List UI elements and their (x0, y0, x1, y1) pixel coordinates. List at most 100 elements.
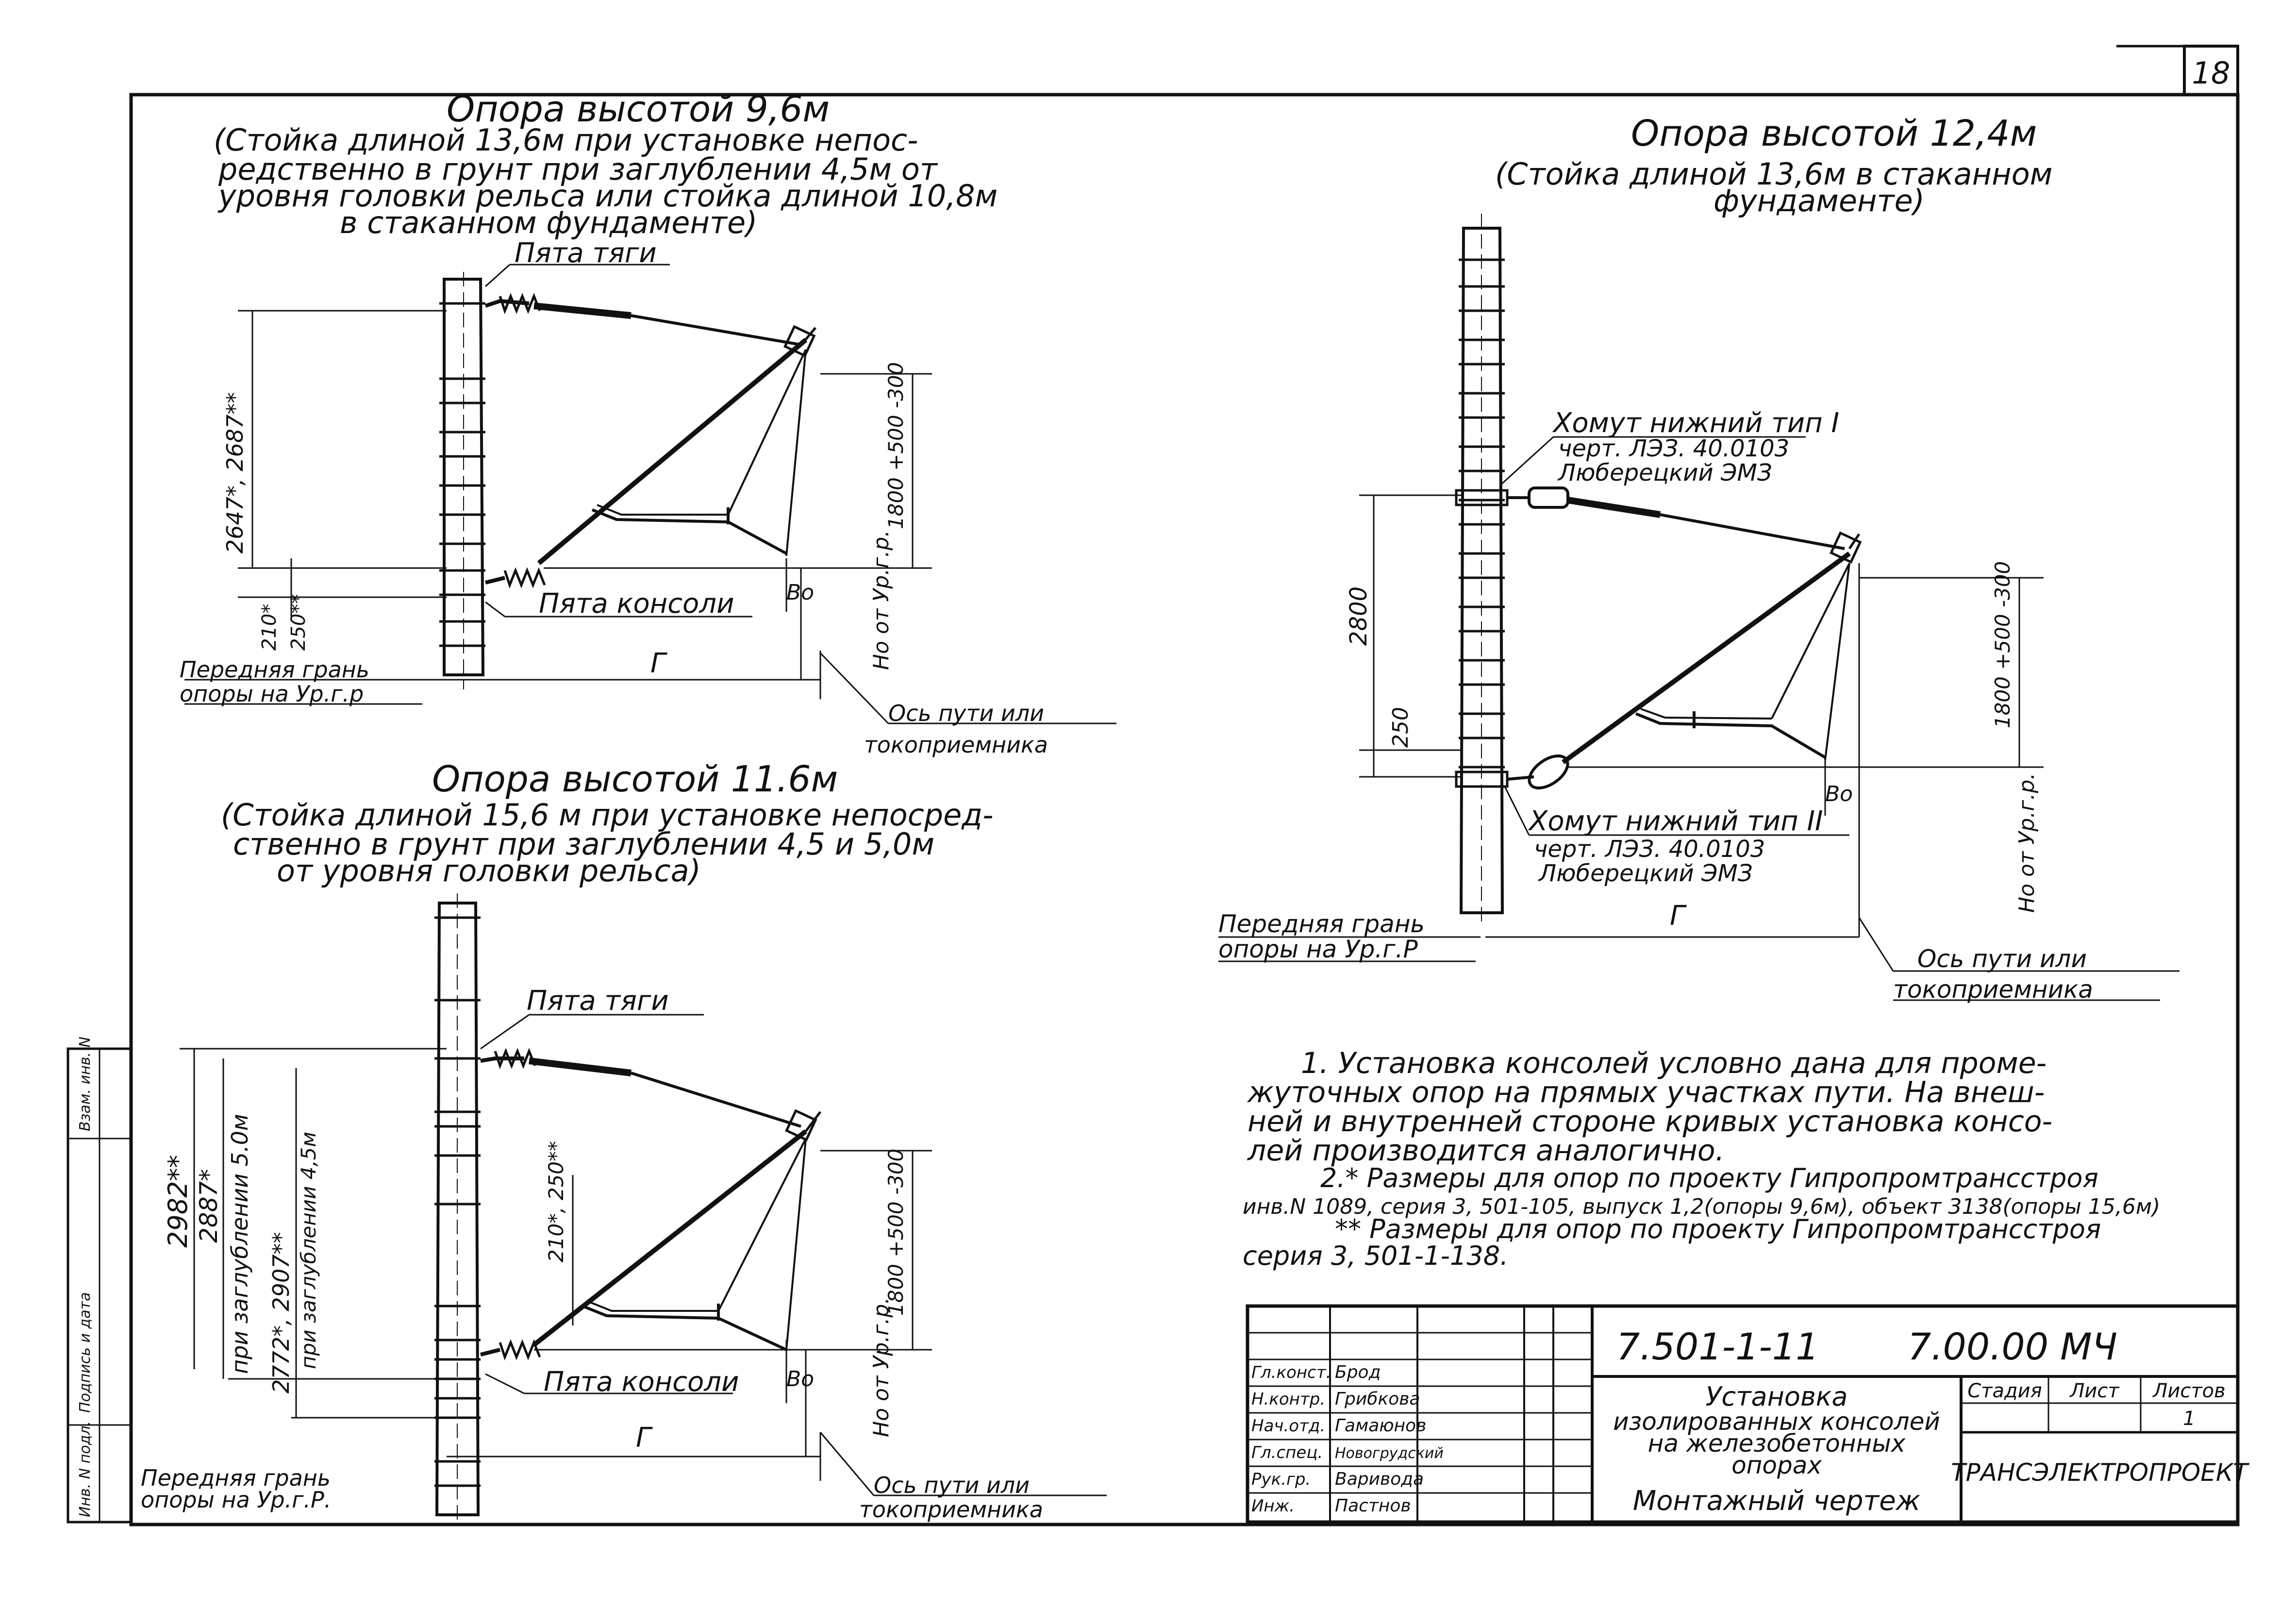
fig1-title: Опора высотой 9,6м (447, 88, 830, 130)
note-line-5: 2.* Размеры для опор по проекту Гипропро… (1320, 1163, 2098, 1193)
fig3-dim-bo: Во (1825, 782, 1853, 806)
fig1-pole (439, 272, 485, 689)
doc-name-2: изолированных консолей (1613, 1408, 1940, 1436)
figure-pole-11-6m: Опора высотой 11.6м (Стойка длиной 15,6 … (141, 758, 1107, 1523)
frame (129, 45, 2240, 1526)
page-number: 18 (2192, 55, 2230, 91)
fig3-clamp1-drawing: черт. ЛЭЗ. 40.0103 (1558, 435, 1789, 462)
name-6: Пастнов (1335, 1496, 1411, 1516)
title-block: 7.501-1-11 7.00.00 МЧ Установка изолиров… (1246, 1304, 2249, 1524)
name-5: Варивода (1335, 1469, 1424, 1489)
org-name: ТРАНСЭЛЕКТРОПРОЕКТ (1951, 1458, 2249, 1487)
sheets-value: 1 (2183, 1408, 2195, 1430)
fig2-dim-ho: Но от Ур.г.р. (869, 1297, 894, 1437)
fig2-dim-bo: Во (786, 1367, 814, 1391)
fig1-subtitle-line-1: (Стойка длиной 13,6м при установке непос… (214, 122, 918, 158)
fig1-dimensions (184, 264, 1116, 724)
fig2-axis-2: токоприемника (859, 1496, 1043, 1523)
role-3: Нач.отд. (1251, 1416, 1325, 1436)
fig3-clamp1-plant: Люберецкий ЭМЗ (1557, 459, 1772, 486)
sheets-label: Листов (2152, 1380, 2225, 1402)
fig3-subtitle-line-2: фундаменте) (1714, 183, 1925, 218)
stamp-replace-label: Взам. инв. N (77, 1037, 94, 1131)
fig2-dim-r: 1800 +500 -300 (884, 1149, 908, 1316)
fig2-dim-2772-note: при заглублении 4,5м (297, 1132, 320, 1369)
doc-number: 7.00.00 МЧ (1908, 1325, 2117, 1368)
fig3-front-face-2: опоры на Ур.г.Р (1218, 935, 1418, 963)
fig3-clamp2-title: Хомут нижний тип II (1528, 805, 1823, 837)
fig2-dim-g: Г (636, 1422, 653, 1454)
fig1-axis-1: Ось пути или (888, 700, 1044, 726)
figure-pole-9-6m: Опора высотой 9,6м (Стойка длиной 13,6м … (180, 88, 1116, 758)
doc-name-1: Установка (1705, 1381, 1847, 1412)
fig1-dim-ho: Но от Ур.г.р. (869, 530, 894, 670)
fig2-subtitle-line-1: (Стойка длиной 15,6 м при установке непо… (221, 797, 994, 833)
fig1-front-face-1: Передняя грань (180, 656, 369, 683)
fig2-subtitle-line-3: от уровня головки рельса) (277, 853, 701, 888)
fig3-dim-2800: 2800 (1345, 587, 1372, 646)
stamp-inv-label: Инв. N подл. (77, 1421, 94, 1517)
side-stamp: Инв. N подл. Подпись и дата Взам. инв. N (67, 1037, 133, 1524)
name-4: Новогрудский (1335, 1445, 1444, 1462)
role-4: Гл.спец. (1251, 1443, 1323, 1462)
fig1-subtitle-line-2: редственно в грунт при заглублении 4,5м … (218, 151, 938, 187)
fig2-title: Опора высотой 11.6м (432, 758, 838, 800)
doc-name-3: на железобетонных (1648, 1429, 1906, 1458)
drawing-type: Монтажный чертеж (1633, 1485, 1920, 1517)
fig3-dim-g: Г (1670, 900, 1687, 932)
note-line-6: инв.N 1089, серия 3, 501-105, выпуск 1,2… (1243, 1194, 2160, 1219)
fig2-dim-2772: 2772*, 2907** (268, 1232, 294, 1393)
fig1-pyata-konsoli: Пята консоли (539, 588, 734, 620)
role-1: Гл.конст. (1251, 1363, 1331, 1382)
fig2-front-face-1: Передняя грань (141, 1465, 331, 1491)
fig3-title: Опора высотой 12,4м (1631, 113, 2037, 154)
fig1-subtitle-line-4: в стаканном фундаменте) (340, 205, 757, 240)
role-2: Н.контр. (1251, 1390, 1325, 1409)
fig2-front-face-2: опоры на Ур.г.Р. (141, 1487, 331, 1513)
note-line-8: серия 3, 501-1-138. (1243, 1240, 1508, 1271)
fig3-pole (1455, 214, 1509, 922)
fig1-dim-210: 210* (258, 604, 281, 651)
fig1-dim-r: 1800 +500 -300 (884, 362, 908, 529)
fig1-subtitle-line-3: уровня головки рельса или стойка длиной … (217, 178, 998, 214)
fig3-dim-ho: Но от Ур.г.р. (2014, 773, 2039, 913)
doc-name-4: опорах (1731, 1451, 1822, 1479)
fig1-dim-250: 250** (287, 594, 310, 651)
fig3-clamp2-plant: Люберецкий ЭМЗ (1538, 860, 1753, 887)
figure-pole-12-4m: Опора высотой 12,4м (Стойка длиной 13,6м… (1218, 113, 2180, 1004)
fig3-dim-r: 1800 +500 -300 (1991, 561, 2014, 728)
note-line-1: 1. Установка консолей условно дана для п… (1301, 1046, 2046, 1080)
fig3-clamp2-drawing: черт. ЛЭЗ. 40.0103 (1534, 836, 1765, 863)
fig2-dim-2982: 2982** (163, 1155, 193, 1248)
fig2-dim-2887-note: при заглублении 5.0м (227, 1114, 253, 1374)
role-5: Рук.гр. (1251, 1470, 1311, 1489)
fig3-cantilever (1507, 486, 1862, 789)
fig1-dim-bo: Во (786, 580, 814, 605)
fig2-subtitle-line-2: ственно в грунт при заглублении 4,5 и 5,… (233, 826, 934, 862)
stamp-sign-label: Подпись и дата (77, 1292, 94, 1413)
sheet-label: Лист (2069, 1380, 2120, 1402)
fig2-pyata-konsoli: Пята консоли (544, 1366, 739, 1398)
name-3: Гамаюнов (1335, 1416, 1426, 1436)
fig1-dim-height: 2647*, 2687** (222, 392, 248, 553)
notes: 1. Установка консолей условно дана для п… (1243, 1046, 2160, 1271)
fig1-dim-g: Г (650, 648, 667, 679)
note-line-3: ней и внутренней стороне кривых установк… (1248, 1105, 2052, 1139)
fig2-dim-2887: 2887* (195, 1169, 223, 1243)
name-2: Грибкова (1335, 1389, 1420, 1409)
fig3-subtitle-line-1: (Стойка длиной 13,6м в стаканном (1495, 156, 2052, 192)
fig1-axis-2: токоприемника (864, 732, 1048, 758)
fig3-dimensions (1218, 436, 2180, 1001)
role-6: Инж. (1251, 1496, 1295, 1516)
fig3-clamp1-title: Хомут нижний тип I (1552, 407, 1839, 439)
fig2-axis-1: Ось пути или (874, 1472, 1030, 1498)
stage-label: Стадия (1967, 1380, 2042, 1402)
note-line-7: ** Размеры для опор по проекту Гипропром… (1335, 1214, 2101, 1244)
fig1-cantilever (484, 293, 816, 589)
note-line-4: лей производится аналогично. (1247, 1134, 1725, 1168)
fig2-dimensions (180, 1014, 1107, 1496)
fig1-pyata-tyagi: Пята тяги (515, 237, 657, 269)
name-1: Брод (1335, 1362, 1381, 1382)
fig3-axis-1: Ось пути или (1917, 945, 2087, 973)
